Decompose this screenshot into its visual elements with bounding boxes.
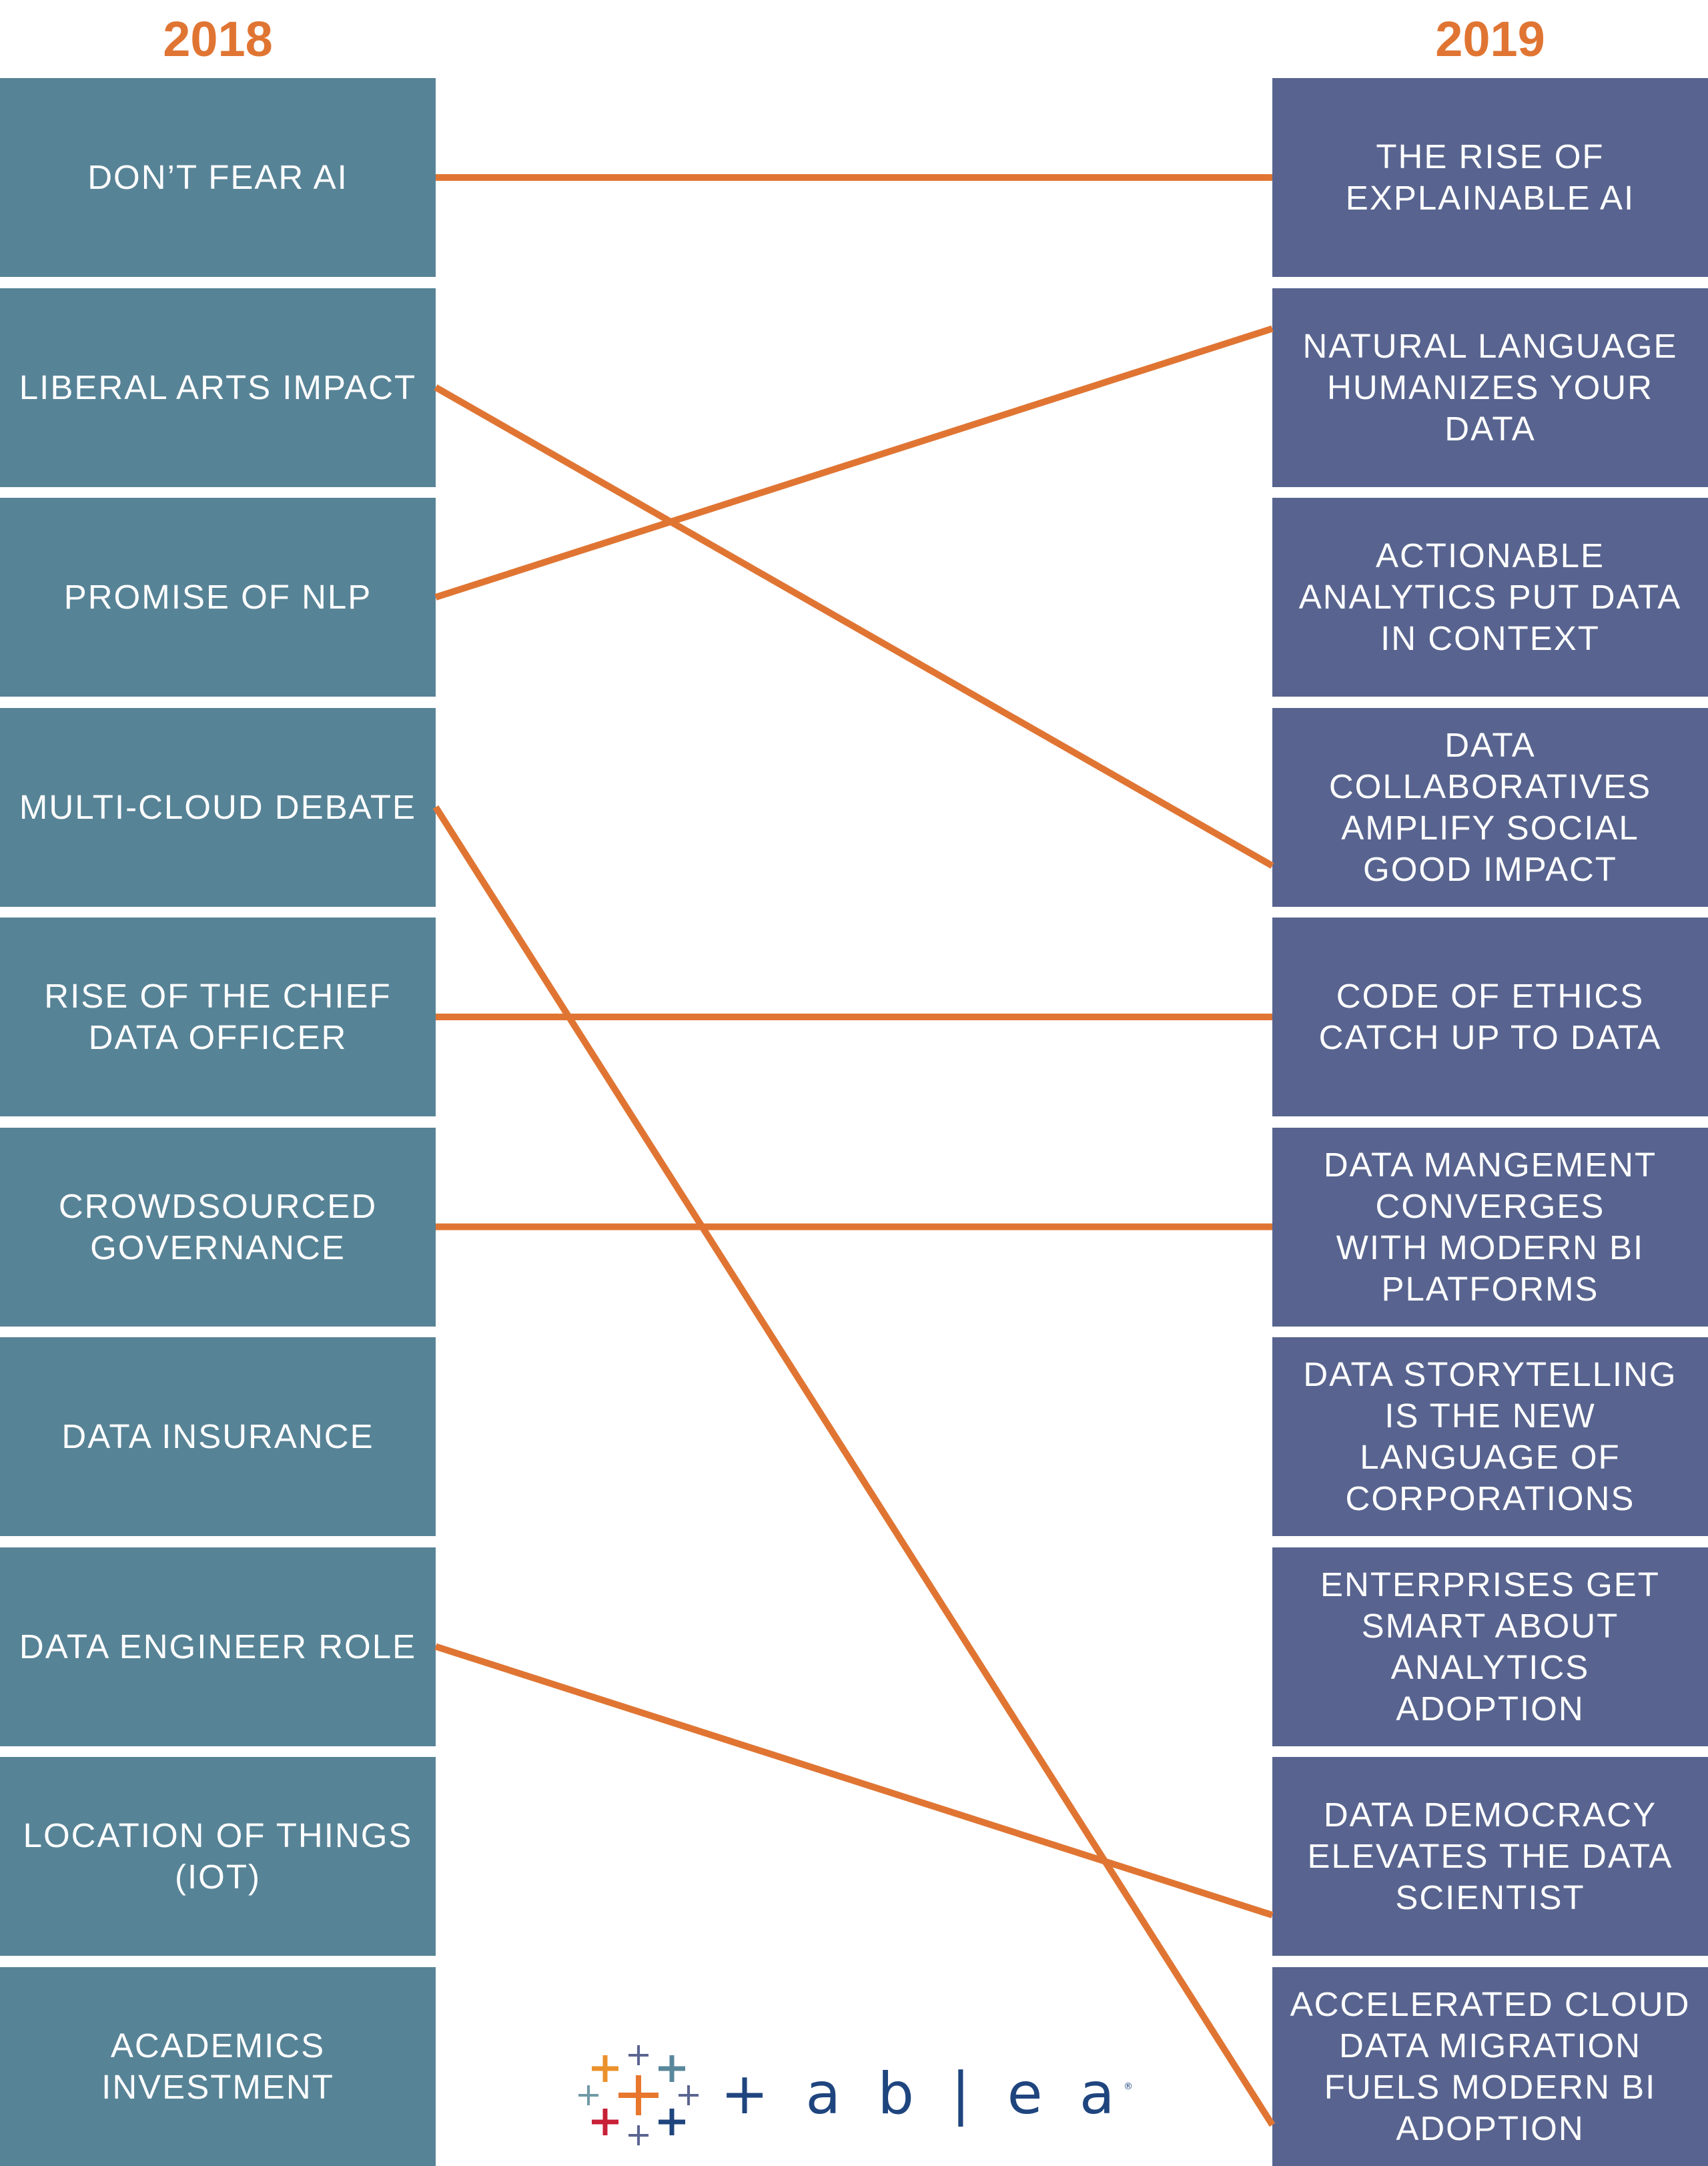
tableau-logo: + a b | e a u ® — [578, 2045, 1136, 2145]
year-2019-heading: 2019 — [1435, 11, 1545, 67]
trend-2019-7: DATA STORYTELLING IS THE NEW LANGUAGE OF… — [1272, 1337, 1708, 1536]
trend-2018-3: PROMISE OF NLP — [0, 498, 436, 697]
trend-2019-10: ACCELERATED CLOUD DATA MIGRATION FUELS M… — [1272, 1967, 1708, 2166]
connector-line-7 — [434, 1643, 1274, 1918]
trend-2018-10: ACADEMICS INVESTMENT — [0, 1967, 436, 2166]
connector-line-2 — [434, 384, 1274, 869]
tableau-mark-icon — [578, 2045, 699, 2145]
trend-2018-4: MULTI-CLOUD DEBATE — [0, 708, 436, 907]
trend-2018-6: CROWDSOURCED GOVERNANCE — [0, 1128, 436, 1327]
trend-2018-1: DON’T FEAR AI — [0, 78, 436, 277]
registered-mark-icon: ® — [1124, 2081, 1133, 2092]
connector-line-3 — [434, 325, 1274, 601]
trend-2018-2: LIBERAL ARTS IMPACT — [0, 288, 436, 487]
trend-2019-2: NATURAL LANGUAGE HUMANIZES YOUR DATA — [1272, 288, 1708, 487]
trend-2019-6: DATA MANGEMENT CONVERGES WITH MODERN BI … — [1272, 1128, 1708, 1327]
trend-2018-7: DATA INSURANCE — [0, 1337, 436, 1536]
trend-2019-4: DATA COLLABORATIVES AMPLIFY SOCIAL GOOD … — [1272, 708, 1708, 907]
tableau-wordmark: + a b | e a u — [721, 2061, 1136, 2127]
trend-2018-5: RISE OF THE CHIEF DATA OFFICER — [0, 918, 436, 1116]
connector-line-4 — [432, 805, 1276, 2127]
trend-2018-9: LOCATION OF THINGS (IOT) — [0, 1757, 436, 1956]
trend-2019-1: THE RISE OF EXPLAINABLE AI — [1272, 78, 1708, 277]
trend-2019-5: CODE OF ETHICS CATCH UP TO DATA — [1272, 918, 1708, 1116]
trend-2019-9: DATA DEMOCRACY ELEVATES THE DATA SCIENTI… — [1272, 1757, 1708, 1956]
trend-2018-8: DATA ENGINEER ROLE — [0, 1547, 436, 1746]
year-2018-heading: 2018 — [163, 11, 273, 67]
trend-2019-3: ACTIONABLE ANALYTICS PUT DATA IN CONTEXT — [1272, 498, 1708, 697]
trend-2019-8: ENTERPRISES GET SMART ABOUT ANALYTICS AD… — [1272, 1547, 1708, 1746]
